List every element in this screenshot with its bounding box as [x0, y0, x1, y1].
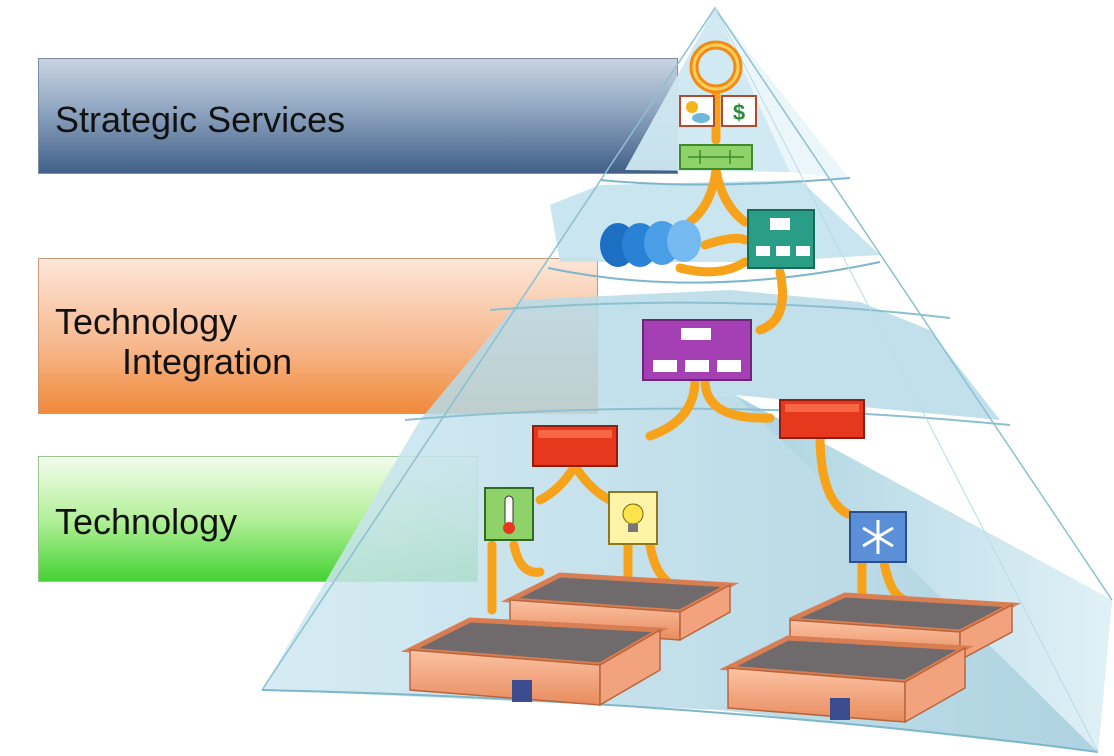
technology-label: Technology: [55, 501, 238, 542]
circuit-board-icon: [679, 144, 753, 170]
dollar-icon: $: [721, 95, 757, 127]
technology-integration-label-line1: Technology: [55, 301, 238, 342]
flow-arrows: [487, 90, 910, 635]
org-chart-icon-purple: [642, 319, 752, 381]
thermometer-icon: [484, 487, 534, 541]
lightbulb-icon: [608, 491, 658, 545]
refresh-cycle-icon: [689, 40, 743, 94]
org-chart-icon: [747, 209, 815, 269]
technology-integration-label-line2: Integration: [122, 341, 293, 382]
strategic-services-band: [38, 58, 678, 174]
snowflake-icon: [849, 511, 907, 563]
controller-icon-right: [779, 399, 865, 439]
weather-icon: [679, 95, 715, 127]
controller-icon-left: [532, 425, 618, 467]
building-icon-front-right: [718, 635, 974, 724]
svg-text:$: $: [733, 100, 745, 125]
people-group-icon: [600, 220, 701, 267]
building-icon-front-left: [400, 617, 669, 707]
strategic-services-label: Strategic Services: [55, 99, 346, 140]
